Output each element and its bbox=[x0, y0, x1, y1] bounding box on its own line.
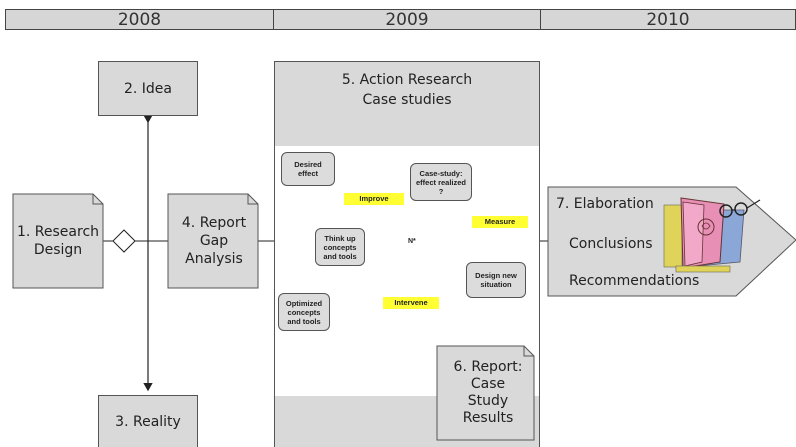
reality-label: 3. Reality bbox=[115, 413, 181, 430]
reality-box: 3. Reality bbox=[98, 395, 198, 447]
recommendations-label: Recommendations bbox=[569, 273, 700, 289]
conclusions-label: Conclusions bbox=[569, 236, 653, 252]
report-gap-label: 4. Report Gap Analysis bbox=[181, 215, 247, 267]
year-2009: 2009 bbox=[274, 10, 541, 30]
intervene-tag: Intervene bbox=[383, 297, 439, 309]
research-design-label: 1. Research Design bbox=[16, 224, 100, 258]
cycle-center-label: N* bbox=[408, 238, 416, 245]
improve-tag: Improve bbox=[344, 193, 404, 205]
year-2010: 2010 bbox=[541, 10, 795, 30]
year-2008: 2008 bbox=[6, 10, 274, 30]
design-new-box: Design new situation bbox=[466, 262, 526, 298]
idea-box: 2. Idea bbox=[98, 61, 198, 116]
idea-label: 2. Idea bbox=[123, 80, 172, 97]
action-research-title: 5. Action Research bbox=[341, 72, 473, 88]
think-up-box: Think up concepts and tools bbox=[315, 228, 365, 266]
measure-tag: Measure bbox=[472, 216, 528, 228]
decision-diamond bbox=[112, 229, 136, 253]
timeline-bar: 2008 2009 2010 bbox=[5, 9, 796, 30]
action-research-subtitle: Case studies bbox=[362, 92, 452, 108]
case-study-check-box: Case-study: effect realized ? bbox=[410, 163, 472, 201]
optimized-box: Optimized concepts and tools bbox=[278, 293, 330, 331]
case-study-results-label: 6. Report: Case Study Results bbox=[453, 359, 523, 426]
desired-effect-box: Desired effect bbox=[281, 152, 335, 186]
elaboration-label: 7. Elaboration bbox=[556, 196, 654, 212]
